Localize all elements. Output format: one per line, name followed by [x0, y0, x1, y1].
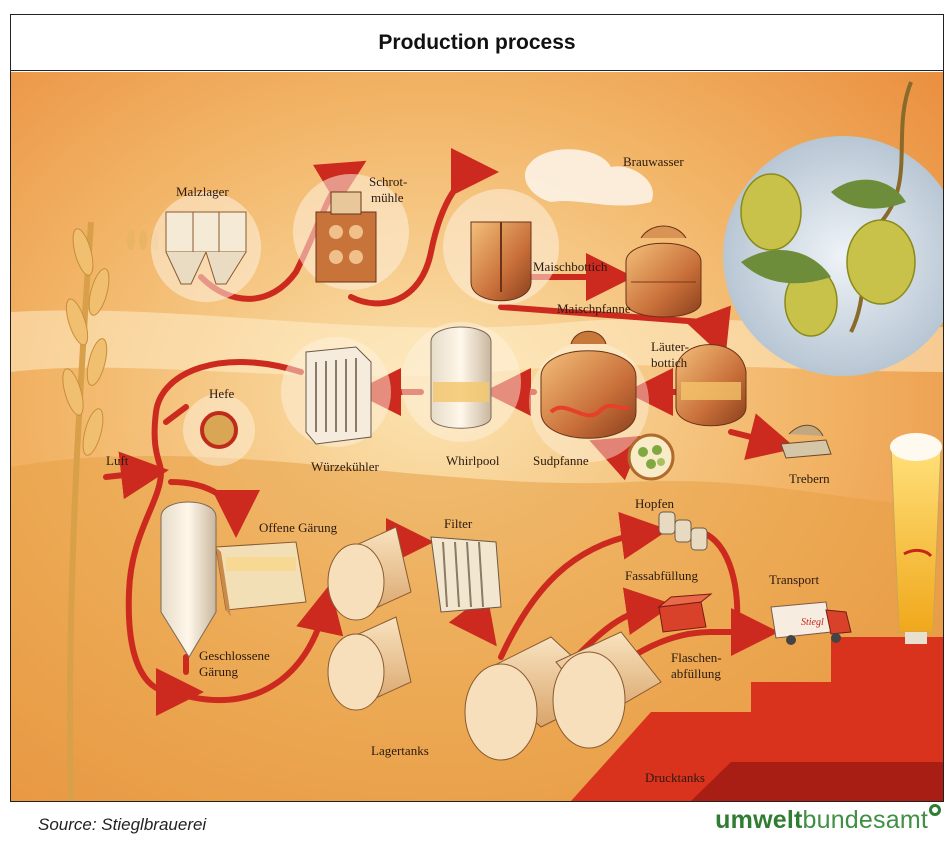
- hops-bowl-icon: [629, 435, 673, 479]
- label-whirlpool: Whirlpool: [446, 453, 500, 468]
- beer-glass-icon: [890, 433, 942, 644]
- label-filter: Filter: [444, 516, 473, 531]
- label-sudpfanne: Sudpfanne: [533, 453, 589, 468]
- source-caption: Source: Stieglbrauerei: [38, 815, 206, 835]
- label-luft: Luft: [106, 453, 129, 468]
- label-wuerzekuehler: Würzekühler: [311, 459, 380, 474]
- label-flaschen-2: abfüllung: [671, 666, 721, 681]
- yeast-icon: [183, 394, 255, 466]
- umweltbundesamt-logo: umweltbundesamt: [715, 806, 940, 835]
- label-fassabfuellung: Fassabfüllung: [625, 568, 698, 583]
- logo-mark-icon: [929, 804, 941, 816]
- mash-tun-icon: [443, 189, 559, 305]
- label-drucktanks: Drucktanks: [645, 770, 705, 785]
- label-malzlager: Malzlager: [176, 184, 229, 199]
- label-laeuter-1: Läuter-: [651, 339, 689, 354]
- label-geschlossene-1: Geschlossene: [199, 648, 270, 663]
- label-lagertanks: Lagertanks: [371, 743, 429, 758]
- label-geschlossene-2: Gärung: [199, 664, 238, 679]
- svg-text:Stiegl: Stiegl: [801, 617, 824, 628]
- label-schrot: Schrot-: [369, 174, 407, 189]
- label-hopfen: Hopfen: [635, 496, 674, 511]
- label-brauwasser: Brauwasser: [623, 154, 684, 169]
- wort-cooler-icon: [281, 337, 391, 447]
- label-maischpfanne: Maischpfanne: [557, 301, 631, 316]
- logo-bold-text: umwelt: [715, 806, 802, 834]
- label-hefe: Hefe: [209, 386, 234, 401]
- whirlpool-icon: [401, 322, 521, 442]
- logo-light-text: bundesamt: [803, 806, 929, 834]
- label-trebern: Trebern: [789, 471, 830, 486]
- label-transport: Transport: [769, 572, 819, 587]
- label-offene-gaerung: Offene Gärung: [259, 520, 338, 535]
- label-flaschen-1: Flaschen-: [671, 650, 722, 665]
- figure-frame: Production process: [10, 14, 944, 802]
- malt-storage-icon: [151, 192, 261, 302]
- label-laeuter-2: bottich: [651, 355, 688, 370]
- process-diagram: Stiegl Malzlager Schrot- mühle Brauwasse…: [11, 72, 943, 801]
- brewing-illustration: Stiegl Malzlager Schrot- mühle Brauwasse…: [11, 72, 943, 801]
- figure-title: Production process: [11, 15, 943, 71]
- filter-icon: [431, 537, 501, 612]
- label-maischbottich: Maischbottich: [533, 259, 608, 274]
- label-muehle: mühle: [371, 190, 404, 205]
